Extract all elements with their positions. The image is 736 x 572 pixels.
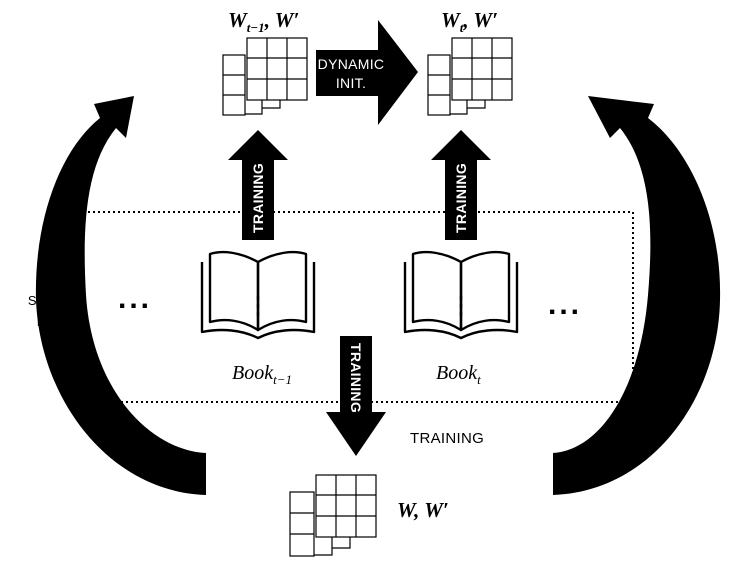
matrix-symbol: W <box>441 8 460 32</box>
matrix-subscript: t <box>459 20 464 36</box>
matrix-label-top-right: Wt, W′ <box>441 8 498 36</box>
dynamic-init-arrow <box>316 20 418 125</box>
dynamic-init-line-1: DYNAMIC <box>317 56 385 72</box>
static-init-line-1: STATIC <box>27 293 73 308</box>
training-arrow-down <box>326 336 386 456</box>
book-subscript: t <box>477 372 481 387</box>
dynamic-init-label: DYNAMIC INIT. <box>316 55 386 93</box>
static-init-line-2: INIT. <box>656 304 684 319</box>
training-arrow-left-label: TRAINING <box>250 162 266 234</box>
static-init-line-1: STATIC <box>647 283 693 298</box>
matrix-label-top-left: Wt−1, W′ <box>228 8 299 36</box>
static-init-arrow-left <box>35 96 206 495</box>
training-arrow-down-label: TRAINING <box>348 342 364 414</box>
training-arrow-right-label: TRAINING <box>453 162 469 234</box>
book-label-right: Bookt <box>436 362 481 388</box>
book-name: Book <box>232 362 274 384</box>
matrix-icon-top-right <box>427 37 513 116</box>
dynamic-init-line-2: INIT. <box>335 75 367 91</box>
matrix-label-bottom: W, W′ <box>397 498 449 522</box>
static-init-label-left: STATIC INIT. <box>20 290 80 332</box>
book-label-left: Bookt−1 <box>232 362 292 388</box>
static-init-label-right: STATIC INIT. <box>640 280 700 322</box>
matrix-icon-top-left <box>222 37 308 116</box>
static-init-arrow-right <box>553 96 721 495</box>
training-label: TRAINING <box>410 430 485 447</box>
matrix-suffix: , W′ <box>264 8 300 32</box>
book-subscript: t−1 <box>273 372 292 387</box>
matrix-icon-bottom <box>289 474 377 557</box>
ellipsis-right: ... <box>548 288 583 321</box>
ellipsis-left: ... <box>118 282 153 315</box>
static-init-line-2: INIT. <box>36 314 64 329</box>
book-icon-right <box>403 250 519 340</box>
matrix-suffix: , W′ <box>463 8 499 32</box>
matrix-subscript: t−1 <box>246 20 265 36</box>
book-name: Book <box>436 362 478 384</box>
training-arrow-right <box>431 130 491 240</box>
book-icon-left <box>200 250 316 340</box>
matrix-symbol: W <box>228 8 247 32</box>
training-arrow-left <box>228 130 288 240</box>
